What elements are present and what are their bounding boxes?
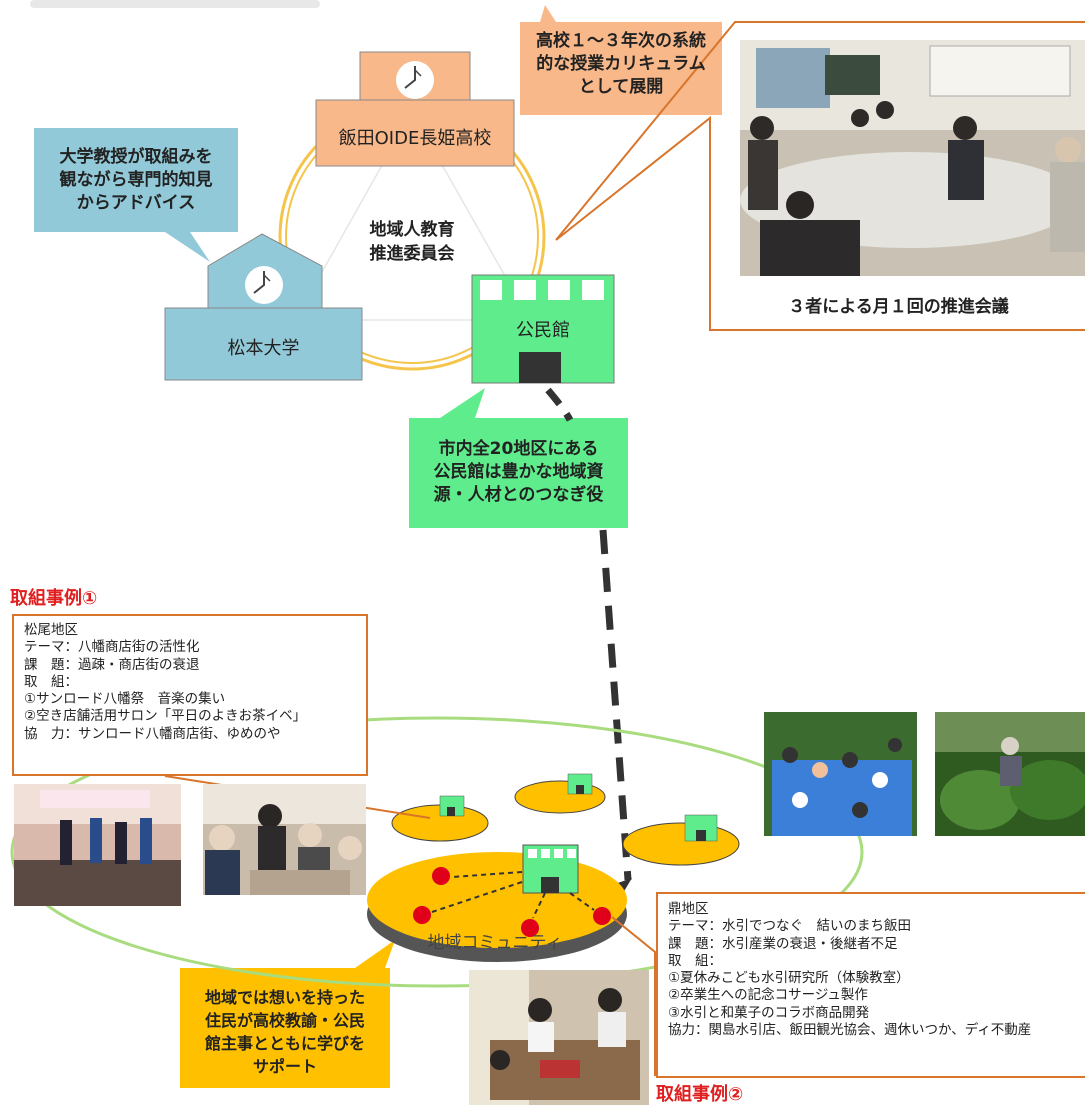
case2-line: 取 組： [668, 952, 722, 969]
committee-label-line2: 推進委員会 [369, 244, 455, 264]
kominkan-building [471, 274, 615, 384]
university-callout [34, 128, 238, 262]
case1-line: テーマ：八幡商店街の活性化 [24, 639, 200, 656]
university-label: 松本大学 [227, 338, 300, 359]
committee-label-line1: 地域人教育 [369, 220, 455, 240]
case1-title: 取組事例① [10, 588, 98, 609]
callout-line: からアドバイス [76, 193, 196, 213]
case2-line: テーマ：水引でつなぐ 結いのまち飯田 [668, 918, 911, 935]
link-dash-bottom [599, 529, 632, 881]
community-callout-text: 地域では想いを持った 住民が高校教諭・公民 館主事とともに学びを サポート [180, 986, 390, 1078]
case2-photo-kids [764, 712, 917, 836]
callout-line: 的な授業カリキュラム [536, 54, 706, 74]
case1-infobox: 松尾地区 テーマ：八幡商店街の活性化 課 題：過疎・商店街の衰退 取 組： ①サ… [12, 614, 368, 776]
case1-line: ②空き店舗活用サロン「平日のよきお茶イベ」 [24, 708, 307, 725]
case1-line: 協 力：サンロード八幡商店街、ゆめのや [24, 725, 281, 742]
callout-line: 公民館は豊かな地域資 [433, 462, 604, 482]
case2-line: ②卒業生への記念コサージュ製作 [668, 987, 868, 1004]
small-community-discs [391, 773, 740, 866]
case1-photo-salon [203, 784, 366, 895]
committee-label: 地域人教育 推進委員会 [352, 218, 472, 266]
meeting-caption: ３者による月１回の推進会議 [788, 297, 1009, 317]
meeting-frame [555, 21, 1085, 331]
committee-triangle [293, 111, 532, 321]
high-school-callout [520, 5, 722, 115]
case2-photo-workshop [469, 970, 649, 1105]
kominkan-callout [409, 388, 628, 528]
case2-photo-forest [935, 712, 1085, 836]
callout-line: サポート [252, 1057, 317, 1076]
community-area-ring [10, 716, 864, 988]
case2-line: ③水引と和菓子のコラボ商品開発 [668, 1004, 870, 1021]
kominkan-callout-text: 市内全20地区にある 公民館は豊かな地域資 源・人材とのつなぎ役 [409, 438, 628, 507]
link-dash-top [545, 387, 574, 422]
high-school-callout-text: 高校１～３年次の系統 的な授業カリキュラム として展開 [520, 30, 722, 99]
case1-line: ①サンロード八幡祭 音楽の集い [24, 691, 226, 708]
callout-line: 高校１～３年次の系統 [536, 31, 706, 51]
callout-line: 市内全20地区にある [438, 439, 599, 459]
university-callout-text: 大学教授が取組みを 観ながら専門的知見 からアドバイス [34, 146, 238, 215]
callout-line: 館主事とともに学びを [204, 1034, 365, 1053]
callout-line: 観ながら専門的知見 [59, 170, 213, 190]
case2-infobox: 鼎地区 テーマ：水引でつなぐ 結いのまち飯田 課 題：水引産業の衰退・後継者不足… [656, 892, 1085, 1078]
kominkan-label: 公民館 [516, 320, 570, 341]
university-building [164, 233, 363, 381]
case1-photo-festival [14, 784, 181, 906]
callout-line: 住民が高校教諭・公民 [204, 1011, 365, 1030]
case1-line: 松尾地区 [24, 622, 78, 638]
case2-line: 協力：関島水引店、飯田観光協会、週休いつか、ディ不動産 [668, 1022, 1032, 1039]
header-remnant [30, 0, 320, 8]
high-school-building [315, 51, 515, 167]
case2-line: 鼎地区 [668, 901, 709, 917]
case1-line: 課 題：過疎・商店街の衰退 [24, 656, 200, 673]
case2-line: ①夏休みこども水引研究所（体験教室） [668, 970, 910, 987]
main-community-disc [367, 844, 627, 962]
community-label: 地域コミュニティ [427, 933, 563, 953]
case2-title: 取組事例② [656, 1084, 744, 1105]
callout-line: として展開 [578, 77, 664, 97]
callout-line: 地域では想いを持った [204, 988, 365, 1007]
high-school-label: 飯田OIDE長姫高校 [338, 128, 492, 149]
community-callout [180, 940, 395, 1088]
case2-connector [611, 916, 656, 1076]
callout-line: 源・人材とのつなぎ役 [433, 485, 604, 505]
callout-line: 大学教授が取組みを [59, 147, 213, 167]
case2-line: 課 題：水引産業の衰退・後継者不足 [668, 935, 898, 952]
case1-line: 取 組： [24, 673, 78, 690]
meeting-photo [740, 40, 1085, 276]
